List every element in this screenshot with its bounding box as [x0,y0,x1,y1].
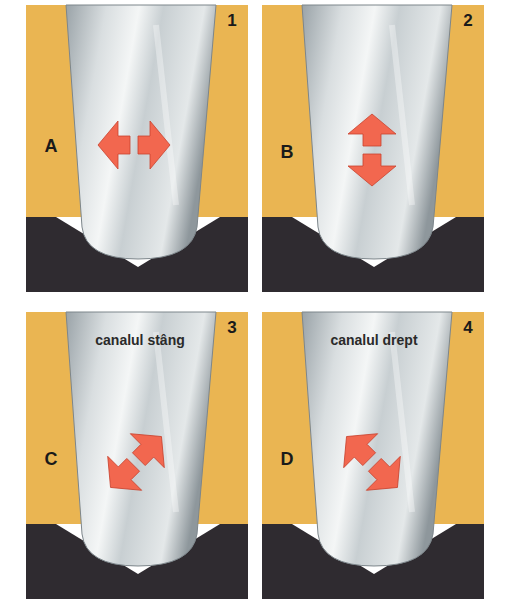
panel-1 [26,5,248,292]
panel-3 [26,312,248,599]
panel-letter: D [281,450,294,468]
panel-letter: A [45,137,58,155]
panel-letter: B [281,143,294,161]
panel-number: 4 [463,319,472,336]
panel-number: 3 [227,319,236,336]
panel-2 [262,5,484,292]
panel-number: 1 [227,12,236,29]
panel-letter: C [45,450,58,468]
panel-4 [262,312,484,599]
panel-number: 2 [463,12,472,29]
channel-label: canalul drept [330,333,417,347]
channel-label: canalul stâng [95,333,184,347]
